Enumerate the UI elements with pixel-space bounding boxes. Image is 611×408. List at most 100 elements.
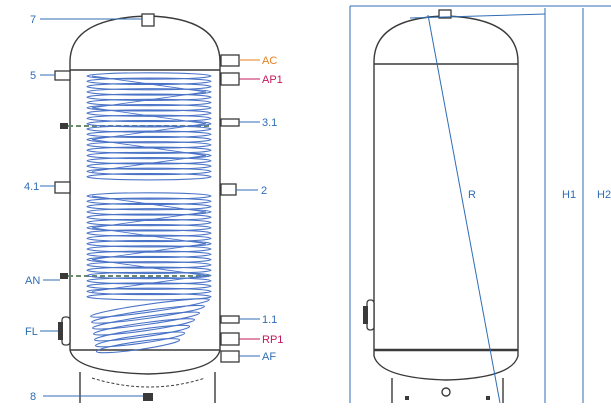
label-3-1: 3.1: [262, 117, 277, 129]
tank-side-view: [373, 15, 519, 403]
label-2: 2: [261, 185, 267, 197]
tank-side-skirt: [391, 378, 504, 403]
coil-loop: [86, 197, 212, 206]
coil-loop: [86, 208, 212, 216]
label-ap1: AP1: [262, 74, 283, 86]
coil-loop: [86, 172, 212, 181]
coil-helix-path: [91, 75, 207, 172]
coil-loop: [86, 239, 212, 248]
tank-front-shell: [69, 15, 221, 375]
coil-loop: [86, 146, 212, 154]
leader-lines-left: [40, 18, 143, 397]
coil-loop: [86, 167, 212, 176]
coil-loop: [86, 162, 212, 170]
coil-loop: [86, 82, 212, 91]
coil-loop: [86, 245, 212, 253]
coil-loop: [86, 98, 212, 107]
sensor-probe-lower: [60, 273, 210, 279]
tank-side-port: [441, 387, 451, 397]
coil-loop: [86, 202, 212, 211]
label-8: 8: [30, 391, 36, 403]
nozzle-1-1: [220, 315, 240, 324]
label-7: 7: [30, 14, 36, 26]
dimension-lines: [349, 5, 611, 404]
coil-loop: [86, 287, 212, 296]
coil-loop: [86, 114, 212, 123]
coil-loop: [93, 318, 196, 336]
coil-loop: [86, 72, 212, 80]
coil-loop: [94, 331, 186, 348]
coil-loop: [86, 282, 212, 290]
coil-loop: [92, 311, 201, 330]
coil-loop: [86, 88, 212, 96]
dimension-label-h2: H2: [597, 189, 611, 201]
tank-side-flange: [366, 299, 375, 331]
coil-loop: [86, 109, 212, 117]
tank-front-skirt: [79, 372, 216, 403]
coil-loop: [86, 77, 212, 86]
coil-loop: [86, 261, 212, 269]
coil-loop: [86, 224, 212, 232]
coil-loop: [86, 192, 212, 200]
coil-loop: [91, 304, 206, 324]
dimension-radius-line: [427, 14, 501, 404]
nozzle-7: [141, 13, 155, 27]
dimension-label-h1: H1: [562, 189, 576, 201]
tank-side-foot-right: [486, 396, 490, 400]
label-an: AN: [25, 275, 40, 287]
coil-loop: [95, 338, 181, 354]
coil-loop: [86, 125, 212, 133]
nozzle-5: [54, 70, 71, 81]
dimension-top-tangent: [409, 13, 546, 19]
coil-loop: [86, 119, 212, 128]
coil-loop: [86, 266, 212, 274]
coil-loop: [86, 255, 212, 264]
tank-side-shell: [373, 15, 519, 381]
coil-loop: [86, 130, 212, 139]
coil-loop: [86, 271, 212, 280]
label-fl: FL: [25, 326, 38, 338]
nozzle-2: [220, 183, 237, 196]
dimension-label-r: R: [468, 189, 476, 201]
coil-loop: [86, 218, 212, 227]
nozzle-fl-flange: [61, 316, 71, 346]
nozzle-8: [143, 393, 153, 401]
coil-loop: [86, 234, 212, 243]
nozzle-af: [220, 350, 240, 363]
heat-exchanger-coil-upper: [86, 72, 212, 181]
tank-side-top-nozzle: [438, 9, 452, 19]
coil-loop: [86, 151, 212, 160]
nozzle-ap1: [220, 72, 240, 86]
coil-loop: [86, 141, 212, 149]
tank-side-flange-cap: [363, 306, 368, 324]
coil-loop: [86, 250, 212, 259]
label-rp1: RP1: [262, 334, 283, 346]
nozzle-rp1: [220, 332, 240, 346]
nozzle-ac: [220, 54, 240, 67]
leader-lines-right: [236, 59, 260, 357]
nozzle-3-1: [220, 118, 240, 127]
coil-loop: [86, 277, 212, 285]
nozzle-fl-cap: [58, 322, 63, 340]
coil-loop: [86, 229, 212, 237]
label-4-1: 4.1: [24, 181, 39, 193]
coil-loop: [90, 298, 210, 318]
label-ac: AC: [262, 55, 277, 67]
label-af: AF: [262, 351, 276, 363]
tank-side-foot-left: [405, 396, 409, 400]
coil-loop: [86, 93, 212, 101]
coil-loop: [86, 104, 212, 112]
coil-loop: [86, 213, 212, 221]
coil-loop: [93, 324, 191, 342]
heat-exchanger-coil-lower: [86, 192, 212, 354]
coil-loop: [86, 135, 212, 144]
coil-loop: [86, 157, 212, 165]
tank-front-inner-dome: [91, 377, 206, 388]
label-1-1: 1.1: [262, 314, 277, 326]
label-5: 5: [30, 70, 36, 82]
nozzle-4-1: [54, 181, 71, 194]
tank-front-view: [69, 15, 221, 403]
coil-loop: [86, 292, 212, 301]
coil-helix-path: [91, 195, 207, 292]
